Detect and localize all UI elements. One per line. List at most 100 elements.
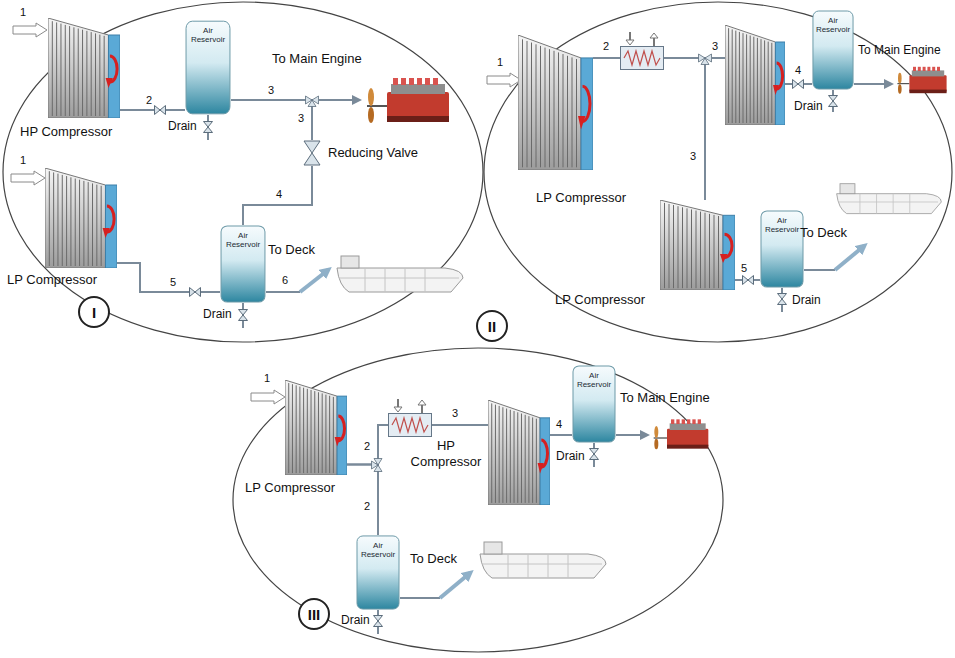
resv-outline (761, 211, 803, 287)
compressor: LP Compressor (45, 168, 117, 268)
panel-ellipse (233, 348, 723, 652)
pipe-line (347, 465, 378, 535)
comp-shape (518, 35, 593, 170)
comp-outline (48, 18, 120, 118)
deck-pipe (266, 291, 300, 293)
callout-number: 3 (268, 84, 274, 97)
panel-ellipses (3, 2, 952, 652)
pipe-line (243, 166, 312, 225)
pipe-line (120, 109, 185, 111)
drain-valve (829, 96, 838, 107)
node-label: HP Compressor (20, 124, 112, 140)
air-inlet-arrow (11, 171, 45, 185)
air-reservoir: Air Reservoir (185, 20, 231, 115)
hp-compressor (725, 25, 785, 125)
rv-shape (302, 140, 322, 166)
drain-valve (239, 310, 248, 321)
deck-pipe (804, 269, 835, 271)
callout-number: 4 (276, 188, 282, 201)
intercooler (621, 32, 664, 70)
compressor: LP Compressor (518, 35, 593, 170)
pipe-line (117, 263, 220, 292)
engine-pipe (854, 83, 892, 85)
callout-number: 1 (264, 372, 270, 385)
pipe-line (550, 434, 572, 436)
panel-ellipse (484, 2, 952, 342)
note-label: Drain (792, 294, 821, 308)
pipe (712, 57, 725, 59)
note-label: To Deck (800, 226, 847, 241)
three-way-valve (306, 96, 319, 107)
node-label: Air Reservoir (357, 542, 399, 560)
callout-number: 2 (364, 440, 370, 453)
air-reservoir: Air Reservoir (572, 365, 616, 443)
note-label: To Deck (410, 552, 457, 567)
node-label: LP Compressor (7, 272, 97, 288)
callout-number: 2 (146, 94, 152, 107)
intercooler (389, 399, 432, 437)
resv-outline (221, 226, 265, 302)
note-label: Drain (168, 120, 197, 134)
note-label: To Main Engine (858, 44, 941, 58)
callout-number: 1 (20, 154, 26, 167)
resv-outline (186, 21, 230, 114)
comp-outline (285, 380, 347, 475)
node-label: HP Compressor (408, 438, 484, 470)
pipe-line (231, 100, 312, 140)
ship (337, 256, 463, 292)
reducing-valve: Reducing Valve (302, 140, 322, 166)
node-label: LP Compressor (536, 190, 626, 206)
three-way-valve (699, 54, 712, 65)
callout-number: 3 (712, 40, 718, 53)
callout-number: 2 (603, 40, 609, 53)
compressor: HP Compressor (48, 18, 120, 118)
air-inlet-arrow (13, 23, 47, 37)
node-label: III (308, 607, 321, 622)
node-label: LP Compressor (555, 292, 645, 308)
air-inlet-arrow (251, 390, 285, 404)
comp-shape (660, 200, 735, 290)
comp-outline (518, 35, 593, 170)
comp-shape (488, 400, 550, 505)
callout-number: 3 (452, 407, 458, 420)
ship (480, 542, 606, 578)
note-label: To Main Engine (620, 391, 710, 406)
note-label: Drain (556, 450, 585, 464)
callout-number: 1 (497, 56, 503, 69)
comp-outline (660, 200, 735, 290)
callout-number: 6 (282, 274, 288, 287)
node-label: Air Reservoir (221, 232, 265, 250)
main-engine (367, 78, 449, 123)
callout-number: 3 (690, 150, 696, 163)
drain-valve (778, 294, 787, 305)
node-label: Reducing Valve (328, 145, 418, 161)
comp-shape (45, 168, 117, 268)
pipe-valve (190, 288, 201, 297)
air-reservoir: Air Reservoir (356, 535, 400, 610)
pipe-valve (743, 276, 754, 285)
note-label: To Main Engine (272, 52, 362, 67)
drain-valve (374, 616, 383, 627)
callout-number: 4 (556, 418, 562, 431)
main-engine (654, 419, 709, 449)
drain-valve (204, 122, 213, 133)
compressor: LP Compressor (660, 200, 735, 290)
node-label: LP Compressor (245, 480, 335, 496)
callout-number: 3 (298, 112, 304, 125)
drain-valve (590, 449, 599, 460)
comp-outline (45, 168, 117, 268)
node-label: Air Reservoir (186, 27, 230, 45)
rv-outline (304, 141, 320, 165)
pipe-valve (793, 80, 804, 89)
comp-shape (48, 18, 120, 118)
air-reservoir: Air Reservoir (760, 210, 804, 288)
panel-ellipse (3, 2, 483, 342)
compressor: LP Compressor (285, 380, 347, 475)
callout-number: 2 (364, 500, 370, 513)
air-reservoir: Air Reservoir (812, 10, 854, 90)
comp-shape (285, 380, 347, 475)
panel-number-circle: III (298, 598, 330, 630)
resv-outline (357, 536, 399, 609)
